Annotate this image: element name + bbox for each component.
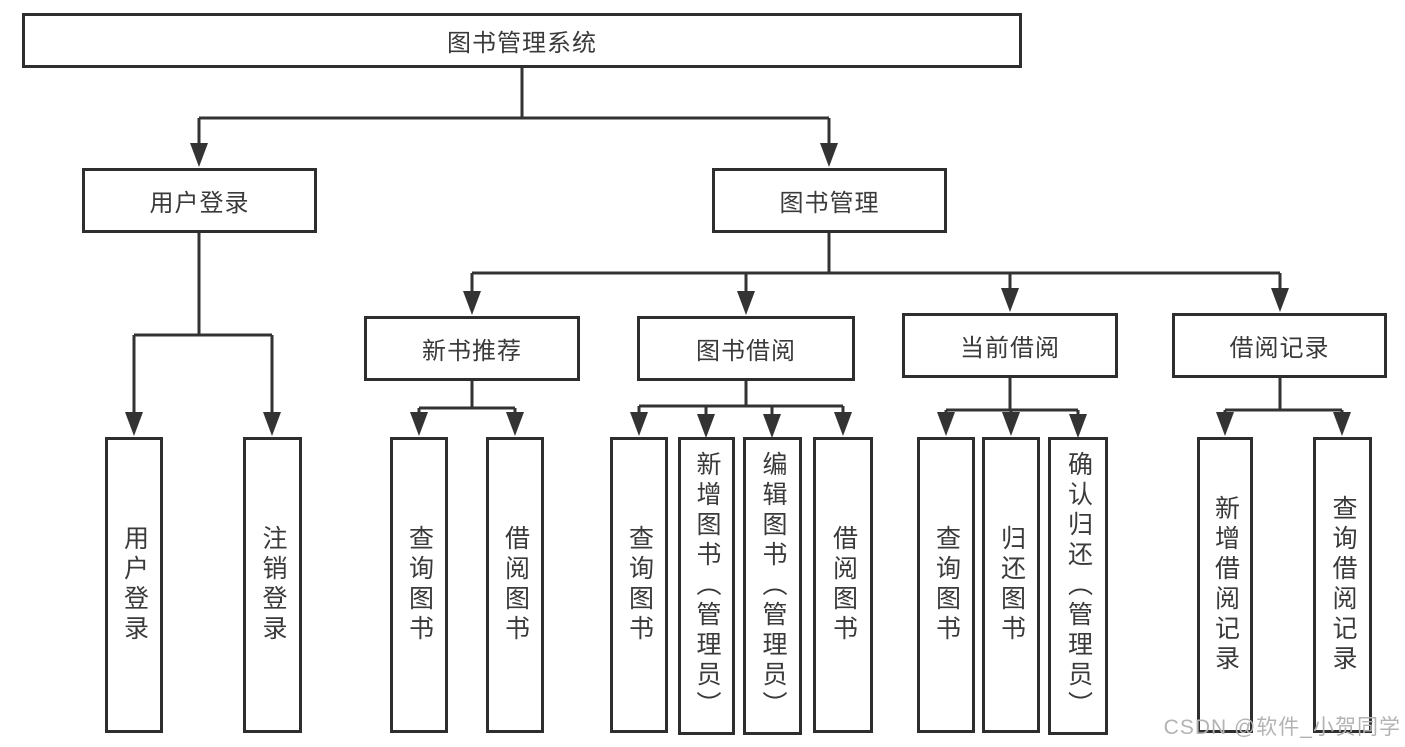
- connector-path: [134, 68, 1342, 412]
- arrowhead: [1069, 414, 1087, 438]
- arrowhead: [834, 412, 852, 436]
- node-current-borrowing: 当前借阅: [902, 313, 1118, 378]
- arrowhead: [506, 412, 524, 436]
- arrowhead: [820, 143, 838, 167]
- arrowhead: [463, 291, 481, 315]
- leaf-add-borrow-record: 新增借阅记录: [1197, 437, 1253, 733]
- leaf-return-books: 归还图书: [982, 437, 1040, 733]
- node-library-management-system: 图书管理系统: [22, 13, 1022, 68]
- node-borrowing-records: 借阅记录: [1172, 313, 1387, 378]
- leaf-confirm-return-admin: 确认归还（管理员）: [1048, 437, 1108, 735]
- arrowhead: [1333, 412, 1351, 436]
- leaf-user-login: 用户登录: [105, 437, 163, 733]
- leaf-borrow-books-borrowing: 借阅图书: [813, 437, 873, 733]
- arrowhead: [190, 143, 208, 167]
- arrowhead: [1271, 288, 1289, 312]
- leaf-edit-books-admin: 编辑图书（管理员）: [743, 437, 802, 735]
- csdn-watermark: CSDN @软件_小贺同学: [1163, 716, 1401, 739]
- arrowhead: [630, 412, 648, 436]
- leaf-query-books-borrowing: 查询图书: [610, 437, 668, 733]
- arrowhead: [697, 414, 715, 438]
- node-book-borrowing: 图书借阅: [637, 316, 855, 381]
- arrowhead: [1001, 288, 1019, 312]
- leaf-query-borrow-record: 查询借阅记录: [1313, 437, 1372, 733]
- node-user-login: 用户登录: [82, 168, 317, 233]
- leaf-logout: 注销登录: [243, 437, 302, 733]
- arrowhead: [763, 414, 781, 438]
- leaf-add-books-admin: 新增图书（管理员）: [678, 437, 735, 735]
- arrowhead: [737, 291, 755, 315]
- arrowhead: [410, 412, 428, 436]
- arrowhead: [1216, 412, 1234, 436]
- arrowhead: [1002, 412, 1020, 436]
- arrowhead: [937, 412, 955, 436]
- leaf-query-books-newbook: 查询图书: [390, 437, 448, 733]
- node-new-book-recommend: 新书推荐: [364, 316, 580, 381]
- leaf-query-books-current: 查询图书: [917, 437, 975, 733]
- arrowhead: [125, 412, 143, 436]
- leaf-borrow-books-newbook: 借阅图书: [486, 437, 544, 733]
- arrowhead: [263, 412, 281, 436]
- node-book-management: 图书管理: [712, 168, 947, 233]
